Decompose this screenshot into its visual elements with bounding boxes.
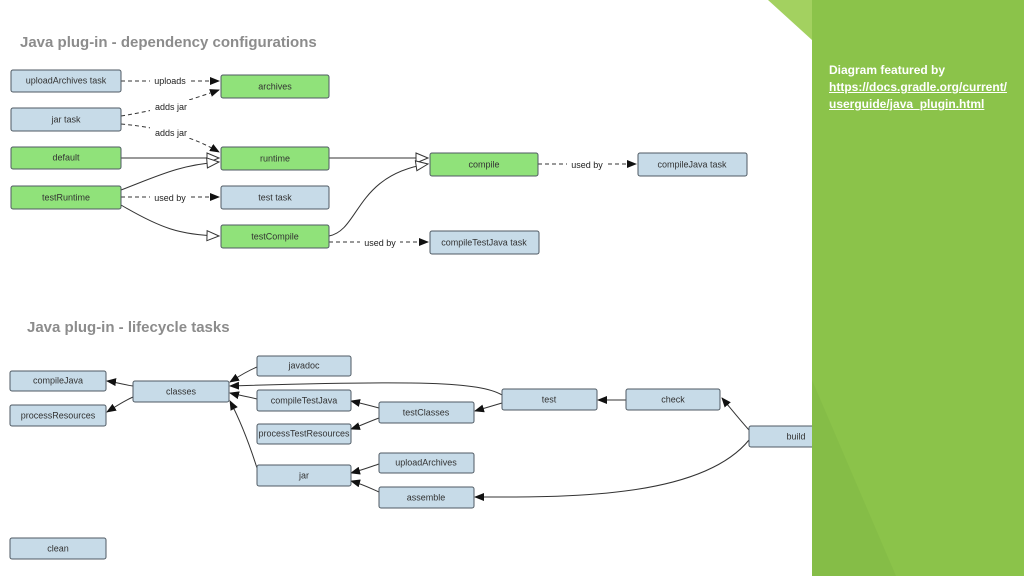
edge-label-used-by: used by bbox=[571, 160, 603, 170]
edge-label-used-by: used by bbox=[364, 238, 396, 248]
node-archives: archives bbox=[220, 74, 330, 99]
edge-testclasses-compiletestjava bbox=[350, 399, 380, 409]
node-test: test bbox=[501, 388, 598, 411]
edge-javadoc-classes bbox=[229, 366, 258, 383]
edge-label-adds-jar: adds jar bbox=[155, 128, 187, 138]
node-testclasses: testClasses bbox=[378, 401, 475, 424]
node-compiletestjava-task: compileTestJava task bbox=[429, 230, 540, 255]
edge-classes-compilejava bbox=[106, 378, 134, 387]
node-assemble: assemble bbox=[378, 486, 475, 509]
svg-text:jar: jar bbox=[298, 470, 309, 480]
svg-text:assemble: assemble bbox=[407, 492, 446, 502]
svg-text:processResources: processResources bbox=[21, 410, 96, 420]
edge-testruntime-runtime bbox=[120, 162, 219, 191]
svg-text:archives: archives bbox=[258, 81, 292, 91]
svg-text:classes: classes bbox=[166, 386, 197, 396]
node-clean: clean bbox=[9, 537, 107, 560]
node-compiletestjava: compileTestJava bbox=[256, 389, 352, 412]
edge-jar-archives bbox=[120, 89, 220, 117]
svg-text:testRuntime: testRuntime bbox=[42, 192, 90, 202]
node-jar: jar bbox=[256, 464, 352, 487]
svg-text:check: check bbox=[661, 394, 685, 404]
svg-text:default: default bbox=[52, 152, 80, 162]
node-runtime: runtime bbox=[220, 146, 330, 171]
edge-label-uploads: uploads bbox=[154, 76, 186, 86]
svg-text:compileJava: compileJava bbox=[33, 375, 83, 385]
node-javadoc: javadoc bbox=[256, 355, 352, 377]
node-default: default bbox=[10, 146, 122, 170]
edge-label-adds-jar: adds jar bbox=[155, 102, 187, 112]
dependency-heading: Java plug-in - dependency configurations bbox=[20, 34, 317, 51]
node-processtestresources: processTestResources bbox=[256, 423, 352, 445]
dependency-nodes: uploadArchives task jar task default tes… bbox=[10, 69, 748, 255]
edge-build-assemble bbox=[474, 439, 750, 502]
diagram-credit: Diagram featured by https://docs.gradle.… bbox=[829, 62, 1009, 113]
node-testruntime: testRuntime bbox=[10, 185, 122, 210]
svg-text:processTestResources: processTestResources bbox=[258, 428, 350, 438]
svg-text:uploadArchives task: uploadArchives task bbox=[26, 75, 107, 85]
svg-text:test: test bbox=[542, 394, 557, 404]
lifecycle-edges bbox=[106, 366, 750, 502]
svg-text:runtime: runtime bbox=[260, 153, 290, 163]
svg-text:compileJava task: compileJava task bbox=[657, 159, 727, 169]
svg-text:compileTestJava: compileTestJava bbox=[271, 395, 338, 405]
node-compilejava-task: compileJava task bbox=[637, 152, 748, 177]
svg-text:clean: clean bbox=[47, 543, 69, 553]
svg-text:test task: test task bbox=[258, 192, 292, 202]
lifecycle-nodes: compileJava processResources classes jav… bbox=[9, 355, 844, 560]
node-compile: compile bbox=[429, 152, 539, 177]
credit-link[interactable]: https://docs.gradle.org/current/userguid… bbox=[829, 80, 1008, 111]
lifecycle-heading: Java plug-in - lifecycle tasks bbox=[27, 319, 230, 336]
svg-text:jar task: jar task bbox=[50, 114, 81, 124]
node-test-task: test task bbox=[220, 185, 330, 210]
node-testcompile: testCompile bbox=[220, 224, 330, 249]
node-uploadarchives-task: uploadArchives task bbox=[10, 69, 122, 93]
edge-testclasses-processtestresources bbox=[350, 417, 380, 430]
node-check: check bbox=[625, 388, 721, 411]
svg-text:compileTestJava task: compileTestJava task bbox=[441, 237, 527, 247]
svg-text:build: build bbox=[786, 431, 805, 441]
edge-label-used-by: used by bbox=[154, 193, 186, 203]
edge-uploadarchives-jar bbox=[350, 463, 380, 475]
node-compilejava: compileJava bbox=[9, 370, 107, 392]
credit-prefix: Diagram featured by bbox=[829, 63, 946, 77]
dependency-edge-labels: uploads adds jar adds jar used by used b… bbox=[150, 74, 607, 248]
edge-build-check bbox=[721, 397, 750, 431]
node-uploadarchives: uploadArchives bbox=[378, 452, 475, 474]
edge-test-testclasses bbox=[474, 402, 503, 413]
svg-text:compile: compile bbox=[468, 159, 499, 169]
svg-text:testClasses: testClasses bbox=[403, 407, 450, 417]
edge-test-classes bbox=[229, 381, 503, 396]
edge-jar-classes bbox=[229, 400, 258, 469]
edge-classes-processresources bbox=[106, 396, 134, 413]
svg-text:uploadArchives: uploadArchives bbox=[395, 457, 457, 467]
node-classes: classes bbox=[132, 380, 230, 403]
edge-testruntime-testcompile bbox=[120, 204, 219, 236]
edge-compiletestjava-classes bbox=[229, 391, 258, 400]
svg-text:testCompile: testCompile bbox=[251, 231, 299, 241]
node-jar-task: jar task bbox=[10, 107, 122, 132]
edge-assemble-jar bbox=[350, 479, 380, 493]
node-processresources: processResources bbox=[9, 404, 107, 427]
svg-text:javadoc: javadoc bbox=[287, 360, 320, 370]
edge-testcompile-compile bbox=[328, 164, 428, 237]
